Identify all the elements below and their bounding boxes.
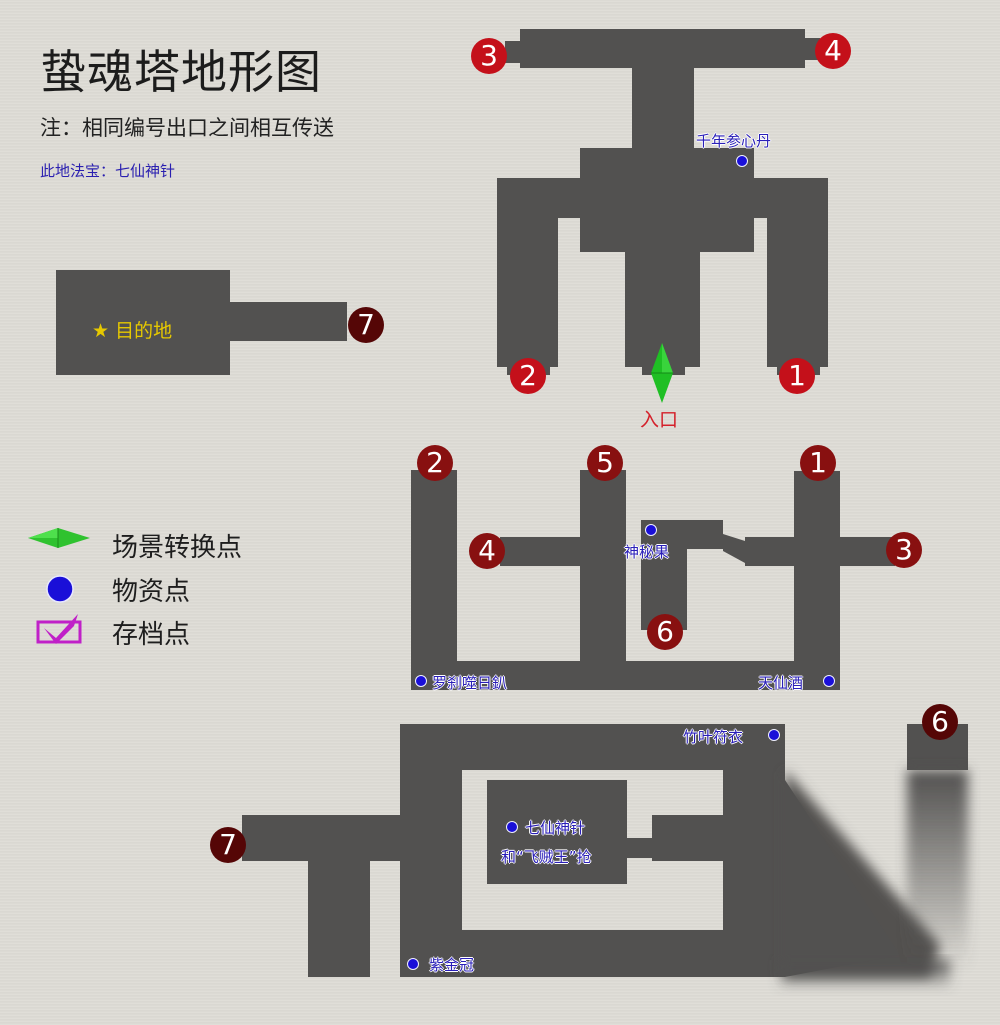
exit-marker-4[interactable]: 4 <box>815 33 851 69</box>
floor-mid-box <box>641 520 687 630</box>
page-title: 蛰魂塔地形图 <box>40 45 322 99</box>
floor-connector <box>505 41 520 63</box>
item-label-needle-note: 和“飞贼王”抢 <box>501 848 592 866</box>
item-label-heaven-wine: 天仙酒 <box>758 674 804 692</box>
smear-artifact <box>780 770 968 990</box>
item-label-bamboo-robe: 竹叶符衣 <box>683 728 744 746</box>
floor-mid-tab <box>687 520 723 549</box>
legend-supply-label: 物资点 <box>112 577 191 607</box>
treasure-note: 此地法宝：七仙神针 <box>40 162 176 180</box>
exit-marker-1[interactable]: 1 <box>800 445 836 481</box>
exit-marker-3[interactable]: 3 <box>886 532 922 568</box>
exit-marker-4[interactable]: 4 <box>469 533 505 569</box>
floor-bot-top <box>400 724 785 770</box>
legend-save-icon <box>36 614 82 644</box>
exit-marker-6[interactable]: 6 <box>922 704 958 740</box>
floor-right-column <box>767 218 828 367</box>
teleport-note: 注：相同编号出口之间相互传送 <box>40 116 334 140</box>
item-dot-icon[interactable] <box>415 675 427 687</box>
destination-label: ★ 目的地 <box>92 320 173 342</box>
exit-marker-2[interactable]: 2 <box>417 445 453 481</box>
floor-left-column <box>497 218 558 367</box>
exit-marker-1[interactable]: 1 <box>779 358 815 394</box>
floor-mid-left <box>411 470 457 690</box>
map-floor <box>56 29 968 977</box>
item-label-rakshasa: 罗刹噬日釟 <box>432 674 508 692</box>
exit-marker-7[interactable]: 7 <box>348 307 384 343</box>
floor-wide <box>497 178 828 218</box>
exit-marker-3[interactable]: 3 <box>471 38 507 74</box>
floor-mid-bottom <box>411 661 840 690</box>
floor-mid-bar4 <box>500 537 580 566</box>
item-label-mystery-fruit: 神秘果 <box>624 543 670 561</box>
exit-marker-5[interactable]: 5 <box>587 445 623 481</box>
entrance-label: 入口 <box>640 409 679 431</box>
exit-marker-6[interactable]: 6 <box>647 614 683 650</box>
floor-stem <box>632 68 694 148</box>
item-label-ginseng: 千年参心丹 <box>696 132 772 150</box>
item-dot-icon[interactable] <box>823 675 835 687</box>
exit-marker-7[interactable]: 7 <box>210 827 246 863</box>
floor-inner-arm <box>652 815 723 861</box>
item-dot-icon[interactable] <box>506 821 518 833</box>
floor-bot-bar7 <box>242 815 400 861</box>
item-dot-icon[interactable] <box>736 155 748 167</box>
floor-top-bar <box>520 29 805 68</box>
floor-mid-right <box>794 471 840 690</box>
legend-save-label: 存档点 <box>112 620 191 650</box>
floor-bot-bottom <box>400 930 785 977</box>
floor-goal-corridor <box>230 302 347 341</box>
item-label-purple-crown: 紫金冠 <box>429 956 475 974</box>
floor-mid-col5 <box>580 470 626 661</box>
exit-marker-2[interactable]: 2 <box>510 358 546 394</box>
floor-bot-right <box>723 724 785 977</box>
floor-bot-leg <box>308 861 370 977</box>
item-dot-icon[interactable] <box>407 958 419 970</box>
legend-transition-icon <box>28 528 90 548</box>
item-label-needle: 七仙神针 <box>525 819 586 837</box>
floor-goal-room <box>56 270 230 375</box>
legend-transition-label: 场景转换点 <box>112 533 243 563</box>
item-dot-icon[interactable] <box>768 729 780 741</box>
floor-slant <box>723 534 745 563</box>
legend-supply-icon <box>46 575 74 603</box>
item-dot-icon[interactable] <box>645 524 657 536</box>
floor-inner-connector <box>627 838 652 858</box>
entrance-diamond-icon[interactable] <box>651 343 673 403</box>
